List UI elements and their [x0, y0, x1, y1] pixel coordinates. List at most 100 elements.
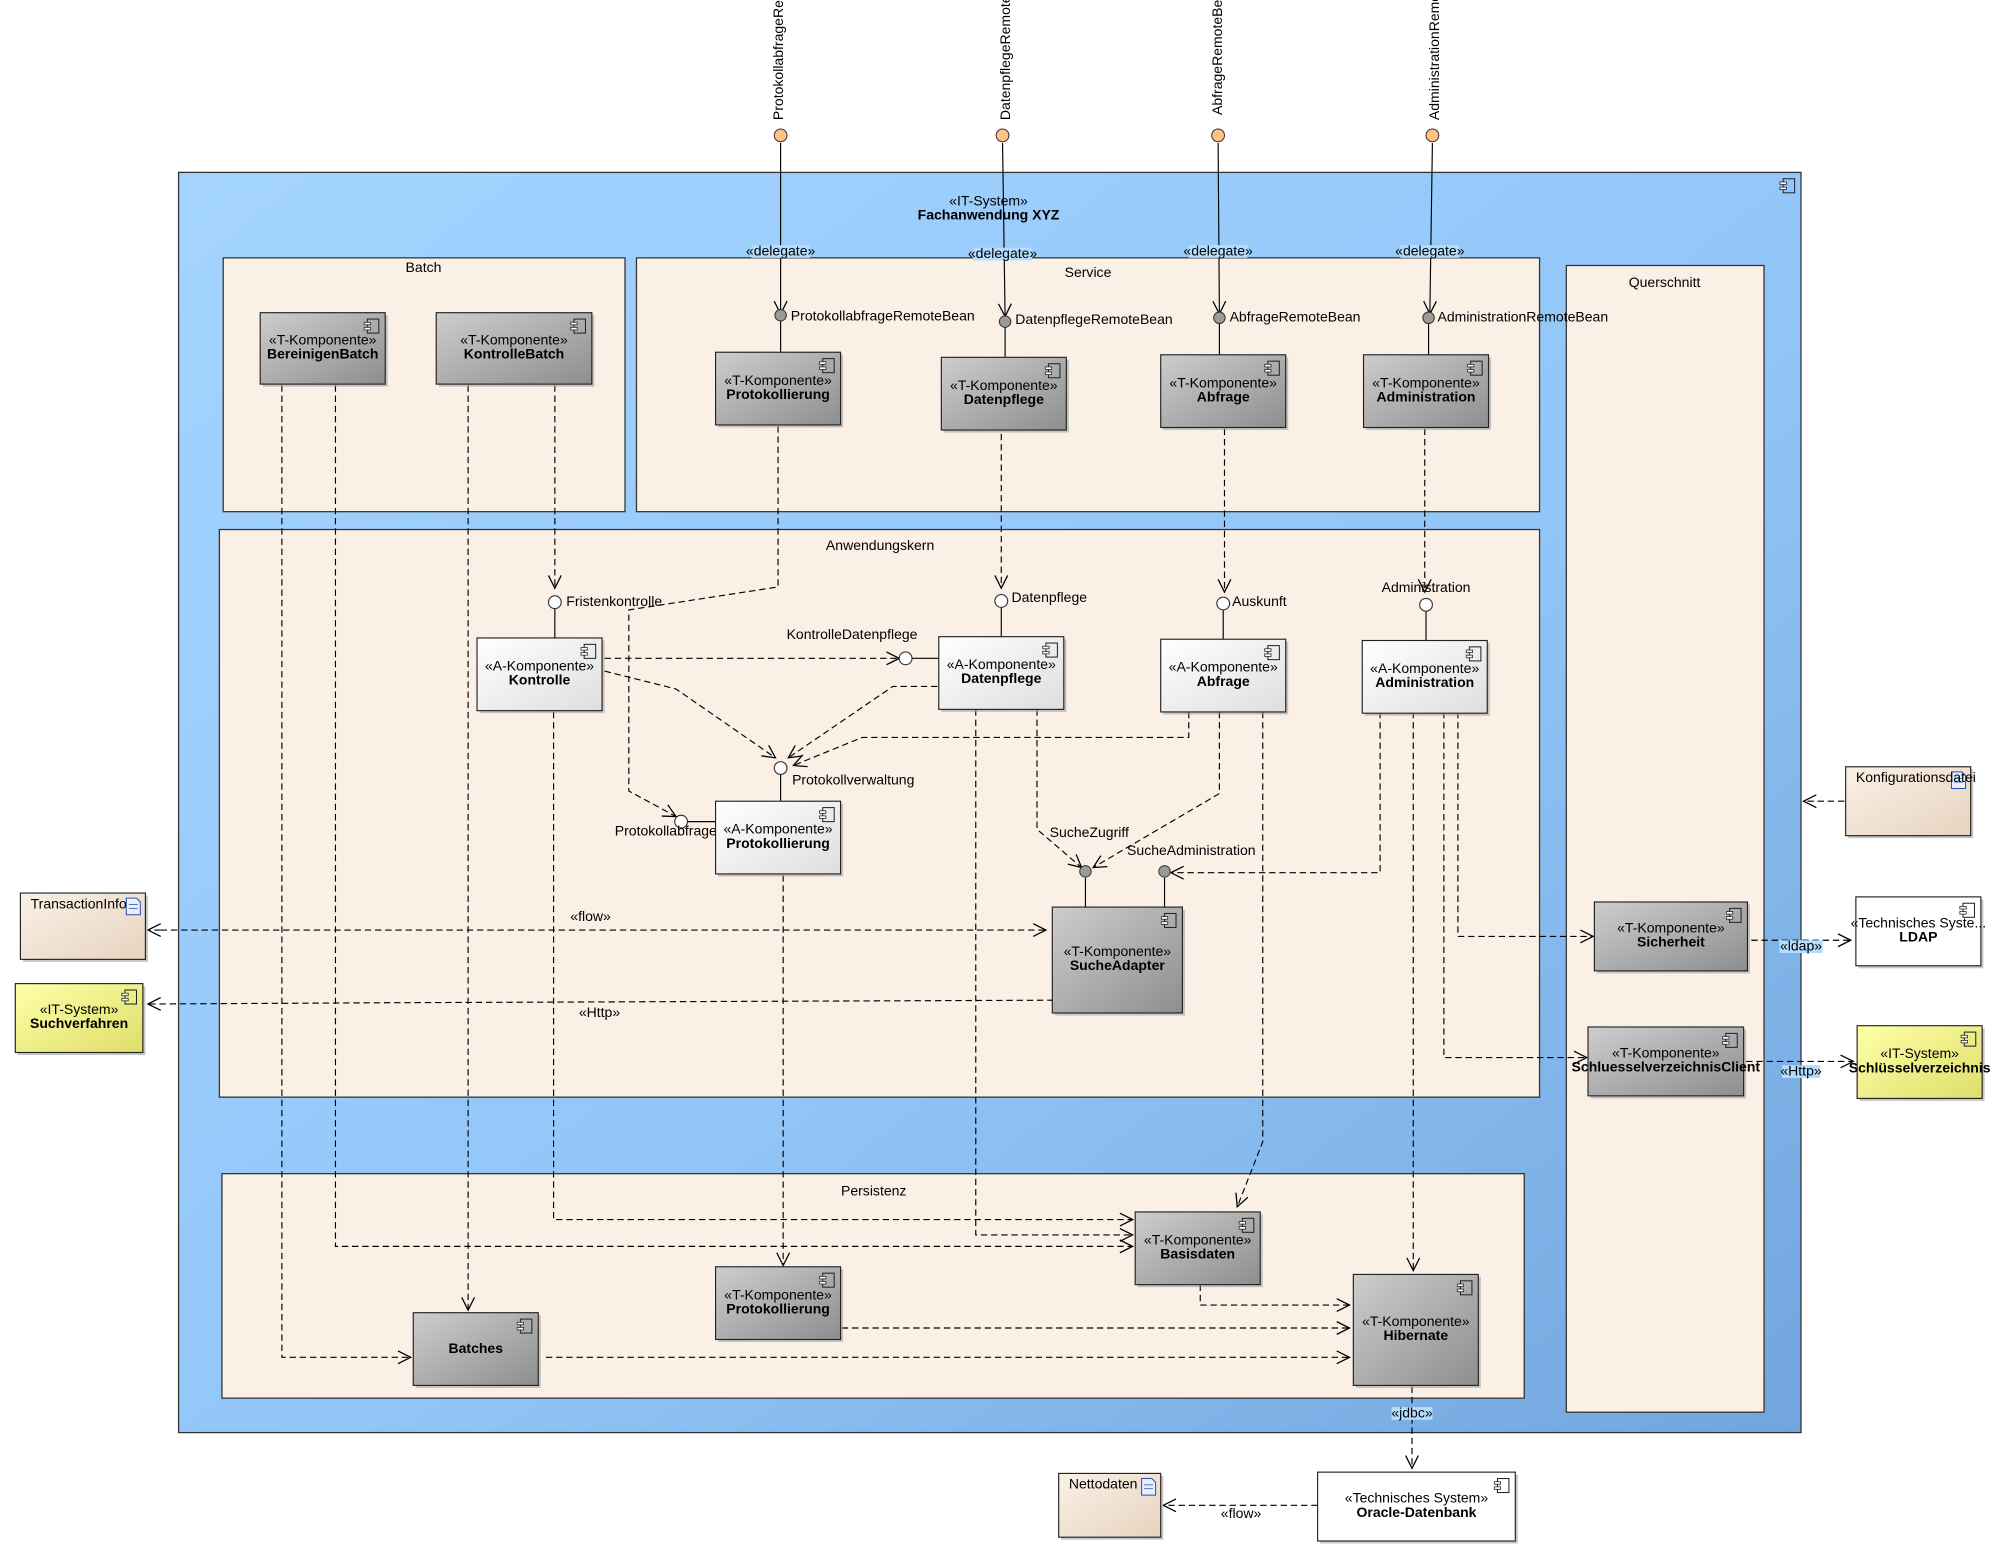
- component-svc-protokollierung-stereotype: «T-Komponente»: [724, 372, 832, 388]
- component-a-kontrolle-stereotype: «A-Komponente»: [485, 657, 594, 673]
- delegate-label-4: «delegate»: [1395, 242, 1465, 258]
- dep-admin-schluesselclient: [1443, 711, 1587, 1058]
- iface-sucheadministration: [1158, 865, 1171, 878]
- label-ldap: «ldap»: [1780, 937, 1822, 953]
- iface-fristenkontrolle: [547, 595, 562, 610]
- component-svc-datenpflege[interactable]: «T-Komponente»Datenpflege: [940, 356, 1069, 433]
- component-ldap[interactable]: «Technisches Syste...LDAP: [1851, 896, 1987, 969]
- component-svc-protokollierung-label: Protokollierung: [726, 386, 830, 402]
- dep-admin-sicherheit: [1457, 711, 1593, 936]
- port-external-administration-label: AdministrationRemoteBean: [1426, 0, 1442, 120]
- component-suche-adapter-label: SucheAdapter: [1070, 957, 1166, 973]
- dep-admin-sucheadministration: [1171, 711, 1381, 873]
- port-external-datenpflege: [995, 128, 1010, 143]
- component-svc-protokollierung[interactable]: «T-Komponente»Protokollierung: [714, 351, 844, 428]
- component-oracle-stereotype: «Technisches System»: [1345, 1490, 1489, 1506]
- component-a-datenpflege[interactable]: «A-Komponente»Datenpflege: [938, 636, 1067, 712]
- port-external-abfrage-label: AbfrageRemoteBean: [1209, 0, 1225, 115]
- component-sicherheit-label: Sicherheit: [1637, 934, 1705, 950]
- component-suche-adapter[interactable]: «T-Komponente»SucheAdapter: [1051, 906, 1185, 1016]
- iface-suchezugriff: [1079, 865, 1092, 878]
- iface-datenpflege-label: Datenpflege: [1011, 589, 1087, 605]
- component-a-abfrage-stereotype: «A-Komponente»: [1169, 659, 1278, 675]
- port-svc-abfrage-label: AbfrageRemoteBean: [1230, 309, 1361, 325]
- iface-suchezugriff-label: SucheZugriff: [1050, 824, 1129, 840]
- label-flow-transaction: «flow»: [570, 908, 611, 924]
- component-svc-administration[interactable]: «T-Komponente»Administration: [1362, 354, 1492, 431]
- dep-svcprotokoll-protokollabfrage: [628, 426, 779, 816]
- port-svc-administration-label: AdministrationRemoteBean: [1438, 309, 1609, 325]
- component-bereinigen-batch-stereotype: «T-Komponente»: [269, 332, 377, 348]
- component-a-datenpflege-label: Datenpflege: [961, 670, 1041, 686]
- iface-protokollverwaltung-label: Protokollverwaltung: [792, 772, 914, 788]
- component-hibernate-stereotype: «T-Komponente»: [1362, 1313, 1470, 1329]
- delegate-datenpflege: [1003, 143, 1006, 316]
- external-ports: ProtokollabfrageRemoteBean DatenpflegeRe…: [770, 0, 1442, 143]
- component-sicherheit[interactable]: «T-Komponente»Sicherheit: [1593, 901, 1750, 974]
- port-external-protokoll-label: ProtokollabfrageRemoteBean: [770, 0, 786, 120]
- component-a-datenpflege-stereotype: «A-Komponente»: [947, 656, 1056, 672]
- layer-service-title: Service: [1065, 264, 1112, 280]
- dep-kontrolle-protokollverwaltung: [604, 670, 776, 758]
- component-a-administration[interactable]: «A-Komponente»Administration: [1361, 639, 1490, 716]
- component-suchverfahren-label: Suchverfahren: [30, 1015, 128, 1031]
- iface-administration-label: Administration: [1382, 579, 1471, 595]
- component-kontrolle-batch[interactable]: «T-Komponente»KontrolleBatch: [435, 312, 595, 387]
- component-suchverfahren[interactable]: «IT-System»Suchverfahren: [14, 983, 146, 1056]
- component-hibernate[interactable]: «T-Komponente»Hibernate: [1352, 1273, 1481, 1388]
- component-basisdaten-label: Basisdaten: [1160, 1245, 1235, 1261]
- port-external-abfrage: [1211, 128, 1225, 143]
- port-svc-administration: [1422, 311, 1435, 325]
- kern-interfaces: Fristenkontrolle Datenpflege Auskunft Ad…: [547, 579, 1471, 908]
- component-svc-datenpflege-label: Datenpflege: [964, 391, 1044, 407]
- label-jdbc: «jdbc»: [1391, 1404, 1433, 1420]
- label-http-suchverfahren: «Http»: [579, 1004, 620, 1020]
- component-svc-datenpflege-stereotype: «T-Komponente»: [950, 377, 1058, 393]
- component-a-protokollierung[interactable]: «A-Komponente»Protokollierung: [714, 800, 844, 877]
- delegate-abfrage: [1218, 143, 1219, 314]
- dep-abfrage-protokollverwaltung: [793, 711, 1190, 766]
- iface-datenpflege: [994, 594, 1009, 608]
- artifact-konfigurationsdatei-label: Konfigurationsdatei: [1856, 769, 1976, 785]
- port-svc-datenpflege: [998, 315, 1012, 328]
- connector-stereotypes: «flow» «Http» «ldap» «Http» «jdbc» «flow…: [570, 908, 1823, 1521]
- component-a-protokollierung-stereotype: «A-Komponente»: [724, 821, 833, 837]
- component-kontrolle-batch-label: KontrolleBatch: [464, 346, 564, 362]
- iface-protokollabfrage-label: Protokollabfrage: [615, 823, 717, 839]
- layer-persistenz-title: Persistenz: [841, 1182, 906, 1198]
- artifact-nettodaten[interactable]: Nettodaten: [1058, 1472, 1164, 1540]
- component-bereinigen-batch[interactable]: «T-Komponente»BereinigenBatch: [259, 312, 388, 387]
- label-flow-nettodaten: «flow»: [1221, 1505, 1262, 1521]
- port-external-administration: [1425, 128, 1440, 143]
- delegate-administration: [1430, 143, 1433, 314]
- iface-sucheadministration-label: SucheAdministration: [1127, 842, 1256, 858]
- component-a-administration-label: Administration: [1375, 674, 1474, 690]
- artifact-transaction-info[interactable]: TransactionInfo: [19, 892, 148, 962]
- artifact-konfigurationsdatei[interactable]: Konfigurationsdatei: [1845, 766, 1976, 839]
- component-oracle-label: Oracle-Datenbank: [1356, 1504, 1476, 1520]
- component-batches[interactable]: Batches: [412, 1312, 541, 1388]
- component-oracle[interactable]: «Technisches System»Oracle-Datenbank: [1317, 1471, 1518, 1544]
- component-a-kontrolle-label: Kontrolle: [509, 672, 571, 688]
- layer-querschnitt-title: Querschnitt: [1629, 274, 1701, 290]
- system-stereotype: «IT-System»: [949, 193, 1028, 209]
- dep-abfrage-basisdaten: [1237, 711, 1264, 1207]
- dep-kontrolle-basisdaten: [552, 711, 1133, 1220]
- component-basisdaten[interactable]: «T-Komponente»Basisdaten: [1134, 1211, 1263, 1288]
- layer-kern-title: Anwendungskern: [826, 537, 934, 553]
- component-p-protokollierung[interactable]: «T-Komponente»Protokollierung: [714, 1266, 844, 1343]
- component-basisdaten-stereotype: «T-Komponente»: [1144, 1231, 1252, 1247]
- component-ldap-stereotype: «Technisches Syste...: [1851, 914, 1987, 930]
- artifact-transaction-info-label: TransactionInfo: [31, 895, 127, 911]
- component-a-kontrolle[interactable]: «A-Komponente»Kontrolle: [476, 637, 605, 714]
- delegate-label-2: «delegate»: [968, 245, 1038, 261]
- service-ports: ProtokollabfrageRemoteBean DatenpflegeRe…: [774, 307, 1609, 358]
- system-name: Fachanwendung XYZ: [918, 207, 1060, 223]
- component-schluesselverzeichnis[interactable]: «IT-System»Schlüsselverzeichnis: [1849, 1025, 1991, 1101]
- component-schluessel-client[interactable]: «T-Komponente»SchluesselverzeichnisClien…: [1572, 1026, 1761, 1099]
- artifact-nettodaten-label: Nettodaten: [1069, 1476, 1138, 1492]
- component-a-abfrage[interactable]: «A-Komponente»Abfrage: [1160, 638, 1289, 715]
- component-svc-abfrage[interactable]: «T-Komponente»Abfrage: [1160, 354, 1289, 431]
- port-svc-protokoll: [774, 308, 787, 322]
